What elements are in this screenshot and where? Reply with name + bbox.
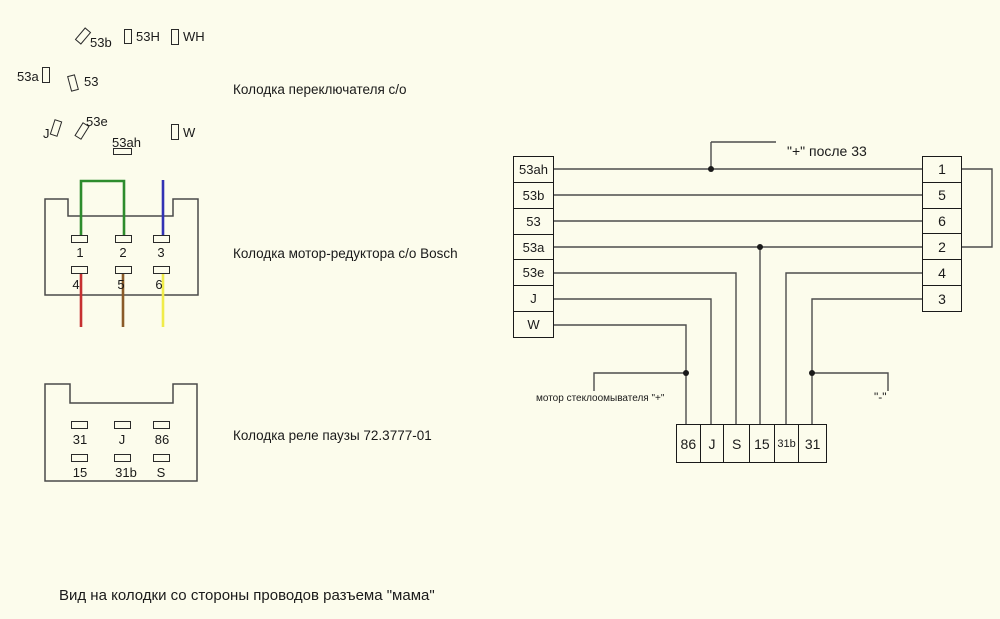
left-column-cell-53e: 53e (514, 260, 553, 287)
net-4-31b (785, 272, 922, 424)
switch-pin-label: 53e (86, 114, 108, 129)
switch-pin-symbol-53H (124, 29, 132, 44)
motor-pin-5 (115, 266, 132, 274)
right-column-cell-4: 4 (923, 260, 961, 287)
motor-pin-2 (115, 235, 132, 243)
harness-left-column: 53ah 53b 53 53a 53e J W (513, 156, 554, 338)
switch-pin-label: 53a (17, 69, 39, 84)
switch-pin-symbol-53ah (113, 148, 132, 155)
right-column-cell-2: 2 (923, 234, 961, 261)
caption-switch-connector: Колодка переключателя с/о (233, 82, 407, 97)
left-column-cell-53a: 53a (514, 235, 553, 261)
relay-pin-31 (71, 421, 88, 429)
switch-pin-label: W (183, 125, 196, 140)
wire-green-jumper (79, 179, 126, 236)
net-plus-tap (710, 141, 776, 169)
relay-pin-label: 86 (154, 432, 170, 447)
relay-pin-label: 31 (72, 432, 88, 447)
bottom-row-cell-86: 86 (677, 425, 701, 462)
relay-pin-label: S (156, 465, 166, 480)
bottom-row-cell-S: S (724, 425, 751, 462)
net-3-31 (811, 298, 922, 424)
junction-dot (809, 370, 815, 376)
left-column-cell-J: J (514, 286, 553, 313)
net-washer-motor-tap (593, 372, 686, 391)
motor-pin-label: 6 (155, 277, 163, 292)
harness-bottom-row: 86 J S 15 31b 31 (676, 424, 827, 463)
switch-pin-symbol-W (171, 124, 179, 140)
switch-pin-symbol-53a (42, 67, 50, 83)
caption-footer: Вид на колодки со стороны проводов разъе… (59, 587, 435, 604)
net-minus-tap (812, 372, 889, 391)
bottom-row-cell-31: 31 (804, 435, 821, 452)
switch-pin-symbol-WH (171, 29, 179, 45)
switch-pin-label: WH (183, 29, 205, 44)
motor-connector-outline (44, 198, 199, 296)
harness-right-column: 1 5 6 2 4 3 (922, 156, 962, 312)
right-column-cell-3: 3 (938, 290, 946, 307)
switch-pin-label: 53 (84, 74, 99, 89)
net-1-2-jumper-bracket (962, 168, 993, 248)
relay-pin-15 (71, 454, 88, 462)
caption-motor-connector: Колодка мотор-редуктора с/о Bosch (233, 246, 458, 261)
motor-pin-label: 5 (117, 277, 125, 292)
motor-pin-label: 4 (72, 277, 80, 292)
motor-pin-label: 3 (157, 245, 165, 260)
bottom-row-cell-J: J (701, 425, 725, 462)
motor-pin-3 (153, 235, 170, 243)
switch-pin-label: 53H (136, 29, 160, 44)
bottom-row-cell-31b: 31b (775, 425, 800, 462)
left-column-cell-53: 53 (514, 209, 553, 235)
motor-pin-label: 2 (119, 245, 127, 260)
motor-pin-label: 1 (76, 245, 84, 260)
relay-pin-S (153, 454, 170, 462)
annotation-minus: "-" (874, 390, 887, 404)
relay-pin-label: 31b (115, 465, 137, 480)
net-J-J (554, 298, 712, 424)
motor-pin-6 (153, 266, 170, 274)
switch-pin-label: J (43, 126, 50, 141)
relay-pin-86 (153, 421, 170, 429)
left-column-cell-53ah: 53ah (514, 157, 553, 183)
relay-connector-outline (44, 383, 198, 482)
junction-dot (757, 244, 763, 250)
right-column-cell-1: 1 (923, 157, 961, 183)
junction-dot (708, 166, 714, 172)
switch-pin-label: 53b (90, 35, 112, 50)
net-53e-S (554, 272, 737, 424)
net-W-86 (554, 324, 687, 424)
annotation-washer-motor-plus: мотор стеклоомывателя "+" (536, 393, 665, 404)
bottom-row-cell-15: 15 (750, 425, 775, 462)
relay-pin-J (114, 421, 131, 429)
motor-pin-1 (71, 235, 88, 243)
right-column-cell-6: 6 (923, 209, 961, 235)
left-column-cell-W: W (527, 317, 540, 333)
caption-relay-connector: Колодка реле паузы 72.3777-01 (233, 428, 432, 443)
relay-pin-label: 15 (72, 465, 88, 480)
left-column-cell-53b: 53b (514, 183, 553, 209)
motor-pin-4 (71, 266, 88, 274)
relay-pin-31b (114, 454, 131, 462)
relay-pin-label: J (118, 432, 126, 447)
switch-pin-label: 53ah (112, 135, 141, 150)
junction-dot (683, 370, 689, 376)
annotation-plus-after-ignition: "+" после 33 (787, 143, 867, 159)
right-column-cell-5: 5 (923, 183, 961, 209)
